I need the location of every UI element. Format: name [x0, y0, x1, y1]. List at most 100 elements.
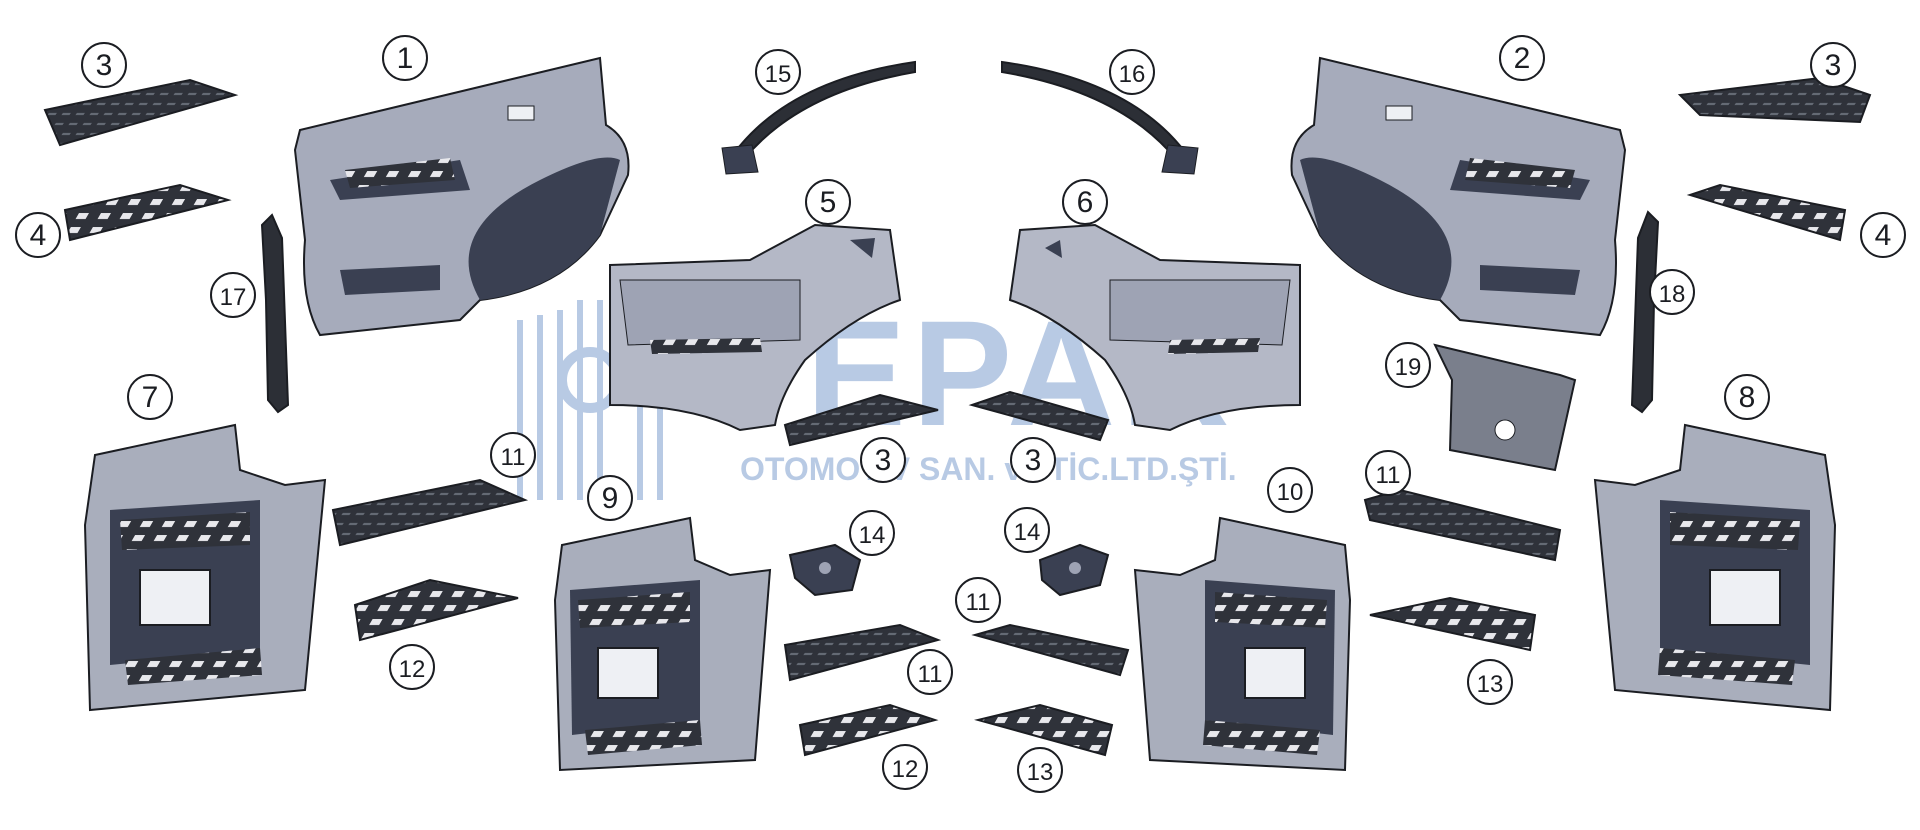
- step-housing-9: [553, 516, 772, 772]
- callout-part-10: 10: [1267, 467, 1313, 513]
- bracket-14-left: [788, 543, 862, 597]
- callout-part-19: 19: [1385, 342, 1431, 388]
- callout-number: 12: [399, 656, 426, 683]
- callout-part-3b: 3: [1810, 42, 1856, 88]
- callout-part-17: 17: [210, 272, 256, 318]
- callout-circle: [1010, 437, 1056, 483]
- fender-right: [1008, 223, 1301, 432]
- callout-part-12b: 12: [882, 744, 928, 790]
- callout-circle: [1017, 747, 1063, 793]
- callout-number: 15: [765, 61, 792, 88]
- callout-part-16: 16: [1109, 49, 1155, 95]
- callout-circle: [81, 42, 127, 88]
- grille-step-12-left: [353, 578, 519, 642]
- step-3-center-right: [968, 390, 1110, 442]
- callout-part-11c: 11: [955, 577, 1001, 623]
- callout-part-15: 15: [755, 49, 801, 95]
- callout-circle: [907, 649, 953, 695]
- step-3-top-left: [43, 78, 239, 147]
- callout-number: 14: [1014, 519, 1041, 546]
- callout-part-1: 1: [382, 35, 428, 81]
- callout-part-7: 7: [127, 374, 173, 420]
- step-11-center-right: [971, 623, 1130, 677]
- callout-number: 13: [1027, 759, 1054, 786]
- grille-step-13-center: [974, 703, 1114, 757]
- callout-part-18: 18: [1649, 269, 1695, 315]
- callout-number: 7: [142, 381, 159, 414]
- callout-circle: [1499, 35, 1545, 81]
- callout-part-11a: 11: [490, 432, 536, 478]
- callout-circle: [210, 272, 256, 318]
- watermark-subtitle: OTOMOTİV SAN. ve TİC.LTD.ŞTİ.: [740, 451, 1237, 487]
- callout-circle: [1810, 42, 1856, 88]
- callout-number: 3: [1825, 49, 1842, 82]
- callout-part-11d: 11: [1365, 450, 1411, 496]
- callout-circle: [389, 644, 435, 690]
- callout-part-12a: 12: [389, 644, 435, 690]
- callout-circle: [882, 744, 928, 790]
- callout-circle: [849, 510, 895, 556]
- callout-circle: [1062, 179, 1108, 225]
- callout-circle: [755, 49, 801, 95]
- upper-panel-right: [1290, 56, 1627, 337]
- callout-number: 6: [1077, 186, 1094, 219]
- callout-number: 16: [1119, 61, 1146, 88]
- callout-part-11b: 11: [907, 649, 953, 695]
- callout-number: 10: [1277, 479, 1304, 506]
- callout-circle: [15, 212, 61, 258]
- callout-part-13a: 13: [1017, 747, 1063, 793]
- callout-circle: [127, 374, 173, 420]
- callout-circle: [1365, 450, 1411, 496]
- step-11-center-left: [783, 623, 942, 682]
- callout-circle: [1267, 467, 1313, 513]
- callout-circle: [1467, 659, 1513, 705]
- vertical-bracket-17: [260, 213, 290, 414]
- callout-number: 5: [820, 186, 837, 219]
- callout-number: 11: [918, 661, 943, 688]
- callout-number: 11: [966, 589, 991, 616]
- callout-number: 11: [1376, 462, 1401, 489]
- callout-number: 3: [875, 444, 892, 477]
- callout-circle: [587, 475, 633, 521]
- callout-part-3a: 3: [81, 42, 127, 88]
- callout-part-2: 2: [1499, 35, 1545, 81]
- callout-circle: [1724, 374, 1770, 420]
- callout-circle: [1385, 342, 1431, 388]
- step-housing-8: [1593, 423, 1837, 712]
- callout-number: 3: [1025, 444, 1042, 477]
- callout-circle: [955, 577, 1001, 623]
- callout-part-3c: 3: [860, 437, 906, 483]
- callout-number: 13: [1477, 671, 1504, 698]
- callout-number: 12: [892, 756, 919, 783]
- callout-circle: [490, 432, 536, 478]
- callout-number: 1: [397, 42, 414, 75]
- step-3-top-right: [1677, 76, 1872, 124]
- callout-number: 4: [30, 219, 47, 252]
- callout-circle: [1649, 269, 1695, 315]
- callout-part-14b: 14: [1004, 507, 1050, 553]
- callout-number: 18: [1659, 281, 1686, 308]
- callout-circle: [382, 35, 428, 81]
- callout-part-9: 9: [587, 475, 633, 521]
- callout-number: 11: [501, 444, 526, 471]
- callout-part-6: 6: [1062, 179, 1108, 225]
- grille-step-4-left: [63, 183, 232, 242]
- grille-step-4-right: [1686, 183, 1847, 242]
- upper-panel-left: [293, 56, 630, 337]
- callout-number: 4: [1875, 219, 1892, 252]
- callout-number: 14: [859, 522, 886, 549]
- step-housing-10: [1133, 516, 1352, 772]
- grille-step-13-right: [1369, 596, 1537, 652]
- callout-part-5: 5: [805, 179, 851, 225]
- step-housing-7: [83, 423, 327, 712]
- grille-step-12-center: [798, 703, 939, 757]
- callout-circle: [1109, 49, 1155, 95]
- callout-number: 19: [1395, 354, 1422, 381]
- callout-part-4a: 4: [15, 212, 61, 258]
- callout-circle: [805, 179, 851, 225]
- arch-strip-15: [721, 60, 916, 175]
- callout-number: 2: [1514, 42, 1531, 75]
